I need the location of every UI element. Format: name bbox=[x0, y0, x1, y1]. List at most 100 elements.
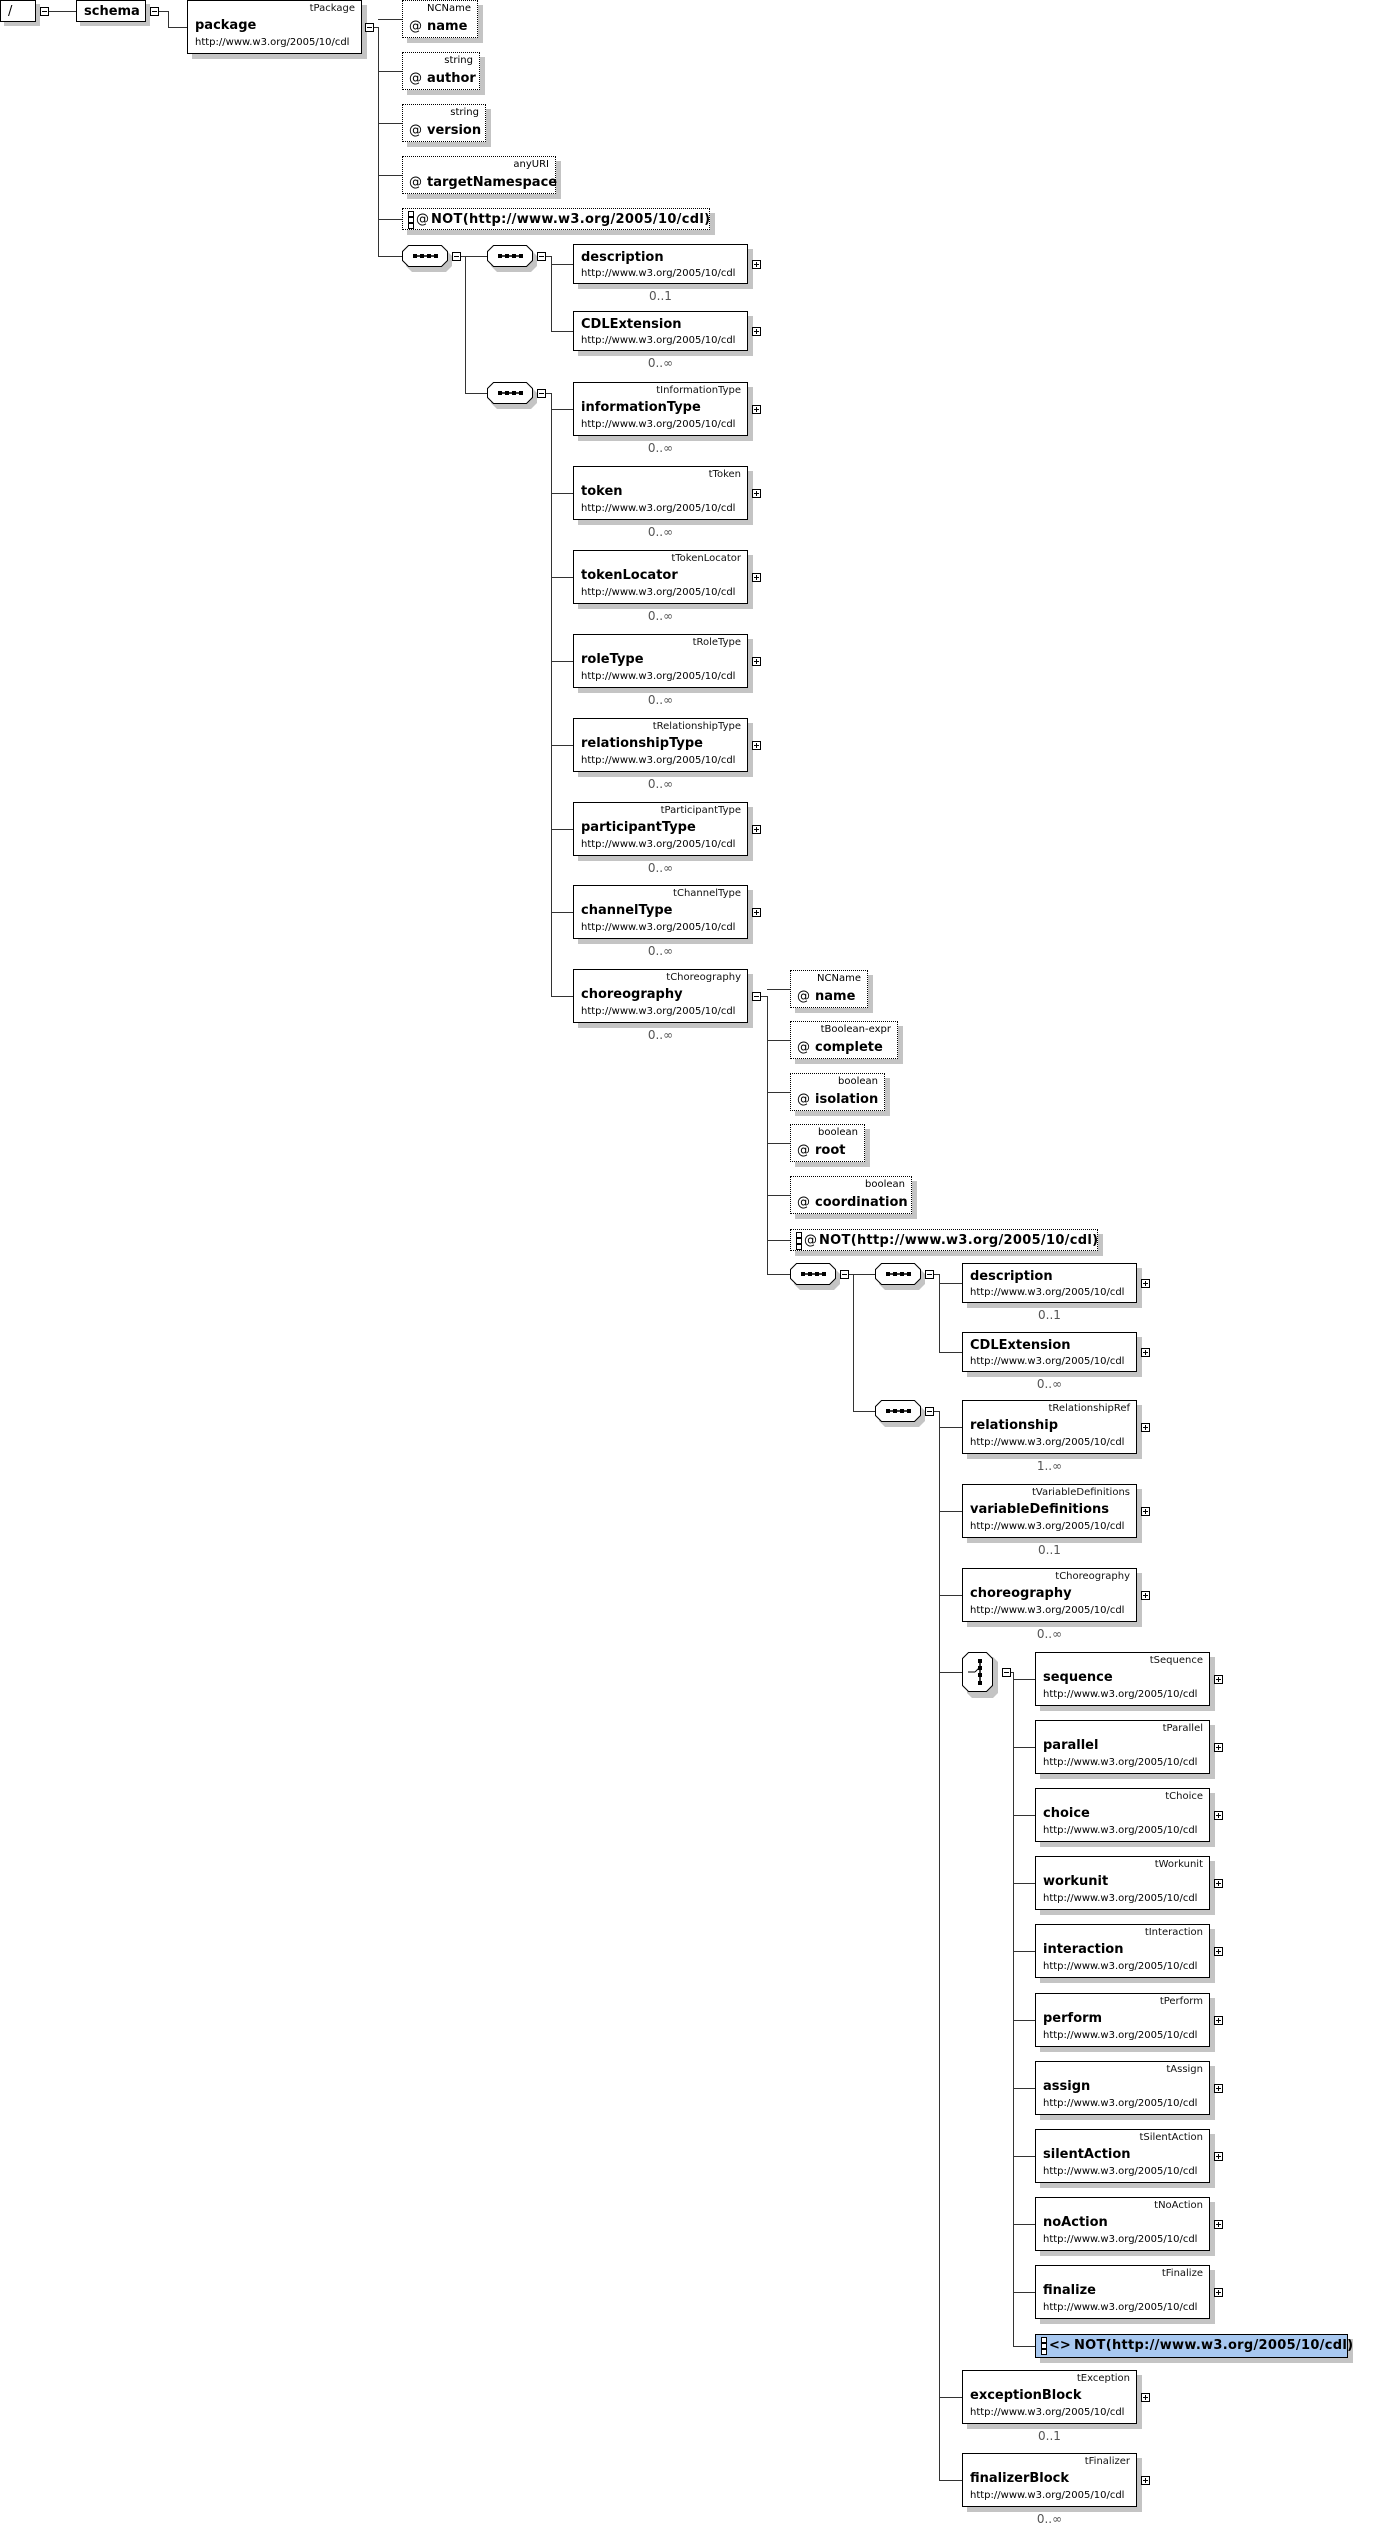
collapse-sequence-icon[interactable] bbox=[452, 252, 461, 261]
expand-element-icon[interactable] bbox=[752, 741, 761, 750]
any-attribute-node[interactable]: @NOT(http://www.w3.org/2005/10/cdl) bbox=[790, 1229, 1098, 1251]
expand-element-icon[interactable] bbox=[752, 908, 761, 917]
expand-element-icon[interactable] bbox=[1141, 1423, 1150, 1432]
occurrence-label: 0..∞ bbox=[647, 861, 674, 875]
choice-compositor-icon[interactable] bbox=[962, 1652, 998, 1698]
attribute-node[interactable]: NCName@name bbox=[790, 970, 868, 1008]
expand-element-icon[interactable] bbox=[752, 327, 761, 336]
attribute-node[interactable]: string@author bbox=[402, 52, 480, 90]
package-sequence-a-icon[interactable] bbox=[487, 245, 539, 273]
collapse-toggle-icon[interactable] bbox=[40, 7, 49, 16]
attribute-node[interactable]: tBoolean-expr@complete bbox=[790, 1021, 898, 1059]
schema-node[interactable]: schema bbox=[76, 0, 146, 22]
element-namespace: http://www.w3.org/2005/10/cdl bbox=[970, 1605, 1125, 1616]
element-type-label: tParticipantType bbox=[660, 805, 741, 816]
expand-element-icon[interactable] bbox=[1141, 1279, 1150, 1288]
choreography-sequence-b-icon[interactable] bbox=[875, 1400, 927, 1428]
collapse-sequence-icon[interactable] bbox=[537, 389, 546, 398]
expand-element-icon[interactable] bbox=[1214, 1947, 1223, 1956]
expand-element-icon[interactable] bbox=[1141, 1348, 1150, 1357]
collapse-sequence-icon[interactable] bbox=[840, 1270, 849, 1279]
any-element-node[interactable]: <>NOT(http://www.w3.org/2005/10/cdl) bbox=[1035, 2334, 1353, 2358]
choreography-sequence-icon[interactable] bbox=[790, 1263, 842, 1291]
expand-element-icon[interactable] bbox=[752, 405, 761, 414]
expand-element-icon[interactable] bbox=[752, 657, 761, 666]
collapse-sequence-icon[interactable] bbox=[537, 252, 546, 261]
element-name: choreography bbox=[581, 987, 683, 1002]
attribute-node[interactable]: anyURI@targetNamespace bbox=[402, 156, 557, 194]
collapse-sequence-icon[interactable] bbox=[925, 1407, 934, 1416]
package-sequence-b-icon[interactable] bbox=[487, 382, 539, 410]
expand-element-icon[interactable] bbox=[1214, 2016, 1223, 2025]
expand-element-icon[interactable] bbox=[1141, 2393, 1150, 2402]
attribute-node[interactable]: NCName@name bbox=[402, 0, 478, 38]
attribute-node[interactable]: boolean@coordination bbox=[790, 1176, 912, 1214]
element-name: noAction bbox=[1043, 2215, 1108, 2230]
expand-element-icon[interactable] bbox=[752, 260, 761, 269]
expand-element-icon[interactable] bbox=[1214, 1811, 1223, 1820]
occurrence-label: 0..1 bbox=[1038, 1543, 1061, 1557]
expand-element-icon[interactable] bbox=[1214, 2084, 1223, 2093]
expand-element-icon[interactable] bbox=[1214, 2152, 1223, 2161]
expand-element-icon[interactable] bbox=[752, 825, 761, 834]
expand-element-icon[interactable] bbox=[1214, 1743, 1223, 1752]
expand-element-icon[interactable] bbox=[1214, 1675, 1223, 1684]
attribute-node[interactable]: boolean@isolation bbox=[790, 1073, 885, 1111]
collapse-choice-icon[interactable] bbox=[1002, 1668, 1011, 1677]
expand-element-icon[interactable] bbox=[752, 573, 761, 582]
expand-element-icon[interactable] bbox=[1214, 2288, 1223, 2297]
expand-element-icon[interactable] bbox=[1141, 1591, 1150, 1600]
element-type-label: tVariableDefinitions bbox=[1031, 1487, 1130, 1498]
connector-line bbox=[939, 2480, 962, 2481]
attribute-name: name bbox=[427, 19, 468, 34]
root-label: / bbox=[8, 4, 13, 19]
collapse-package-icon[interactable] bbox=[365, 23, 374, 32]
package-sequence-icon[interactable] bbox=[402, 245, 454, 273]
expand-element-icon[interactable] bbox=[1141, 1507, 1150, 1516]
choreography-sequence-a-icon[interactable] bbox=[875, 1263, 927, 1291]
attribute-node[interactable]: string@version bbox=[402, 104, 486, 142]
expand-element-icon[interactable] bbox=[1214, 1879, 1223, 1888]
connector-line bbox=[378, 71, 402, 72]
collapse-choreography-icon[interactable] bbox=[752, 992, 761, 1001]
expand-element-icon[interactable] bbox=[752, 489, 761, 498]
connector-line bbox=[378, 123, 402, 124]
element-name: relationshipType bbox=[581, 736, 703, 751]
collapse-sequence-icon[interactable] bbox=[925, 1270, 934, 1279]
attribute-marker-icon: @ bbox=[797, 1092, 810, 1107]
collapse-toggle-icon[interactable] bbox=[150, 7, 159, 16]
root-node[interactable]: / bbox=[0, 0, 36, 22]
expand-element-icon[interactable] bbox=[1214, 2220, 1223, 2229]
expand-element-icon[interactable] bbox=[1141, 2476, 1150, 2485]
any-attribute-node[interactable]: @NOT(http://www.w3.org/2005/10/cdl) bbox=[402, 208, 710, 230]
attribute-node[interactable]: boolean@root bbox=[790, 1124, 865, 1162]
